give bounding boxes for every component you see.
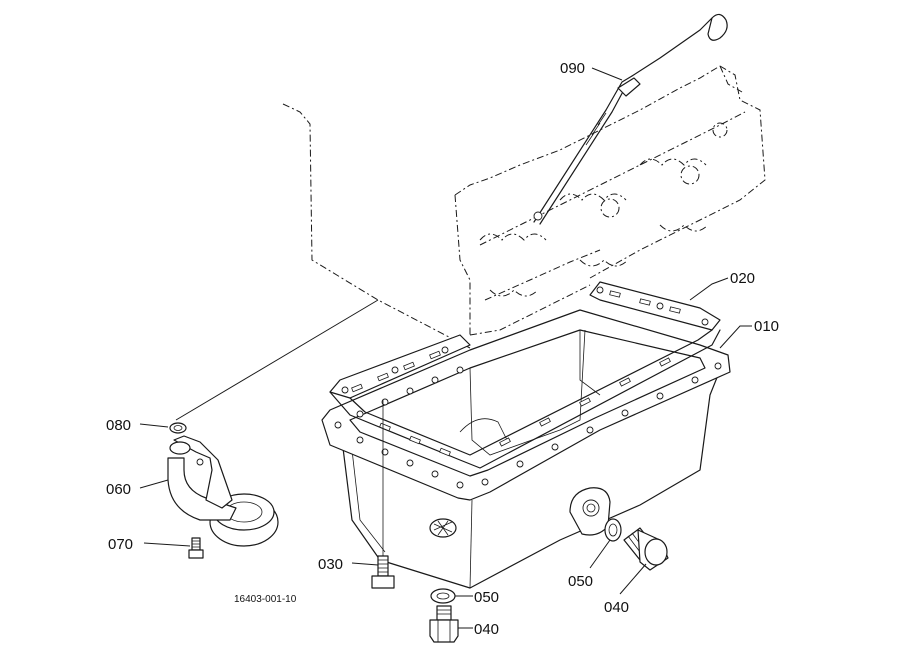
part-labels: 090 020 010 080 060 070 030 050 040 050 … [106,60,779,638]
label-080: 080 [106,417,131,434]
label-090: 090 [560,60,585,77]
oil-pan [321,309,731,589]
oil-strainer [167,435,279,547]
pan-flange-holes [334,362,722,489]
drain-plug-bottom [429,605,459,643]
o-ring [169,422,187,434]
gasket-slots [351,290,681,457]
label-030: 030 [318,556,343,573]
label-070: 070 [108,536,133,553]
drain-plug-washer-side [604,518,622,542]
engine-block-outline [175,65,766,421]
label-020: 020 [730,270,755,287]
label-050-bottom: 050 [474,589,499,606]
drawing-number: 16403-001-10 [234,594,297,605]
oil-pan-gasket [329,281,721,469]
drain-plug-side [623,527,669,571]
pan-bolt [371,400,395,589]
label-010: 010 [754,318,779,335]
label-050-side: 050 [568,573,593,590]
label-040-bottom: 040 [474,621,499,638]
dipstick [533,13,728,225]
leader-lines [139,67,752,629]
strainer-bolt [188,537,204,559]
label-040-side: 040 [604,599,629,616]
label-060: 060 [106,481,131,498]
drain-plug-washer-bottom [430,588,456,604]
